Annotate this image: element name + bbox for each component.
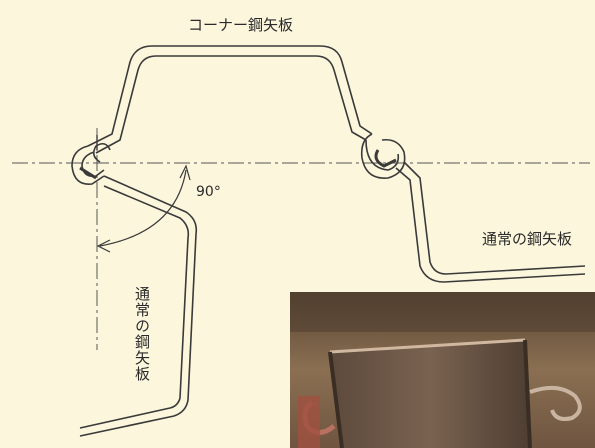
normal-sheet-pile-right-label: 通常の鋼矢板 — [482, 230, 573, 248]
normal-sheet-pile-right-outline — [395, 161, 586, 283]
normal-sheet-pile-vertical-label: 通常の鋼矢板 — [133, 286, 151, 382]
sheet-pile-left-edge — [328, 351, 344, 448]
normal-sheet-pile-vertical-outline — [79, 175, 198, 437]
soil-texture — [290, 292, 595, 332]
corner-sheet-pile-outline — [87, 45, 373, 154]
sheet-pile-rim — [329, 338, 526, 354]
photo-illustration — [290, 292, 595, 448]
corner-sheet-pile-label: コーナー鋼矢板 — [188, 16, 294, 34]
installed-sheet-pile-photo — [290, 292, 595, 448]
left-post — [298, 396, 320, 448]
left-interlock-joint — [71, 142, 111, 185]
sheet-pile-body — [330, 340, 530, 448]
right-interlock-joint — [360, 133, 406, 179]
sheet-pile-right-edge — [523, 339, 532, 448]
right-interlock-photo — [529, 385, 582, 421]
right-angle-indicator — [96, 164, 191, 253]
angle-label: 90° — [196, 184, 221, 200]
